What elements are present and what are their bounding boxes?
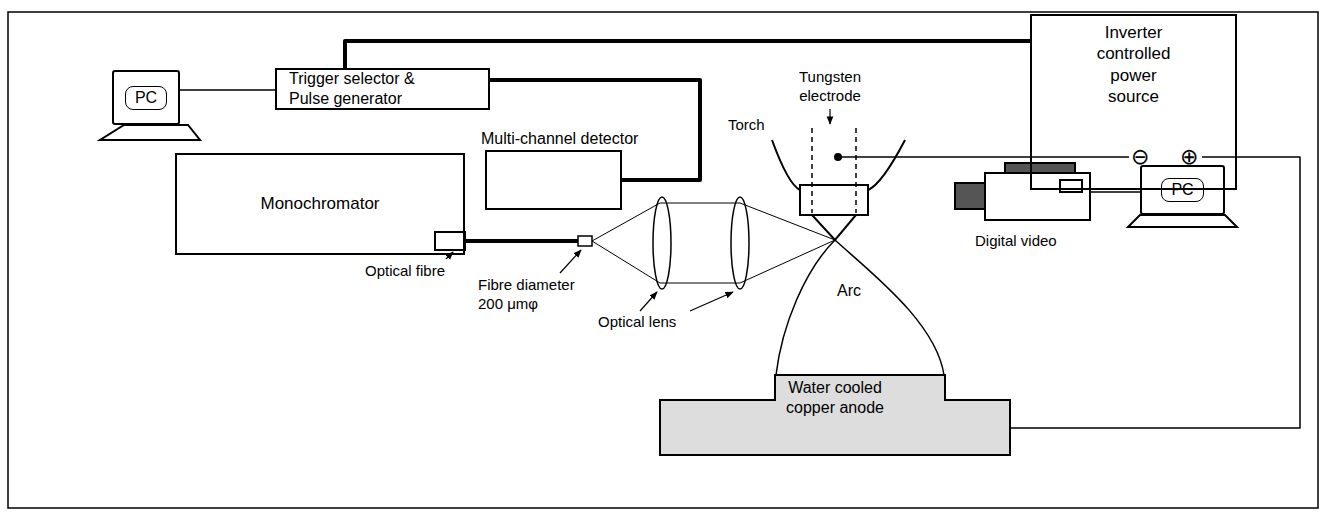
anode-wire bbox=[1202, 156, 1237, 158]
anode-block: Water cooled copper anode bbox=[660, 375, 1010, 455]
trigger-box: Trigger selector & Pulse generator bbox=[275, 68, 490, 110]
node-text: PC bbox=[125, 86, 167, 110]
cathode-wire bbox=[842, 156, 1129, 158]
part-label: Tungsten electrode bbox=[790, 68, 870, 106]
camera-cable bbox=[1090, 191, 1140, 193]
optical-fibre bbox=[465, 239, 578, 243]
arc-region: Arc bbox=[822, 278, 876, 304]
video-camera bbox=[955, 163, 1090, 220]
monochromator-box: Monochromator bbox=[175, 153, 465, 255]
terminal-dot bbox=[834, 153, 842, 161]
pc-base bbox=[100, 125, 200, 140]
frame bbox=[8, 12, 1318, 508]
node-text: Arc bbox=[837, 281, 861, 301]
terminal-symbol: ⊕ bbox=[1180, 144, 1198, 170]
pc-base bbox=[1128, 215, 1237, 227]
torch-cup bbox=[868, 140, 905, 190]
part-label: Digital video bbox=[975, 232, 1057, 251]
pc-monitor: PC bbox=[112, 70, 180, 125]
torch-cup bbox=[772, 140, 800, 190]
fibre-port bbox=[435, 232, 465, 250]
terminal-symbol: ⊖ bbox=[1131, 144, 1149, 170]
arc-plasma bbox=[776, 240, 944, 375]
pc-monitor: PC bbox=[1140, 165, 1225, 215]
tungsten-electrode bbox=[812, 128, 856, 213]
node-text: Inverter controlled power source bbox=[1084, 22, 1184, 107]
wire bbox=[1010, 157, 1300, 428]
node-text: Trigger selector & Pulse generator bbox=[289, 69, 429, 109]
signal-cable bbox=[345, 41, 1030, 68]
detector-box: Multi-channel detector bbox=[485, 150, 622, 210]
part-label: Torch bbox=[728, 116, 765, 135]
electrode-tip bbox=[812, 215, 856, 240]
dimension-label: Fibre diameter 200 μmφ bbox=[478, 276, 598, 314]
wire bbox=[180, 89, 275, 91]
node-text: Multi-channel detector bbox=[481, 129, 638, 149]
node-text: Water cooled copper anode bbox=[778, 378, 893, 418]
fibre-end bbox=[578, 236, 592, 246]
node-text: Monochromator bbox=[260, 193, 379, 214]
part-label: Optical lens bbox=[598, 313, 676, 332]
lens bbox=[731, 197, 749, 289]
copper-anode bbox=[660, 375, 1010, 455]
part-label: Optical fibre bbox=[365, 262, 445, 281]
node-text: PC bbox=[1161, 178, 1203, 202]
lens bbox=[653, 197, 671, 289]
light-path bbox=[592, 203, 835, 283]
torch-nozzle bbox=[800, 185, 868, 215]
